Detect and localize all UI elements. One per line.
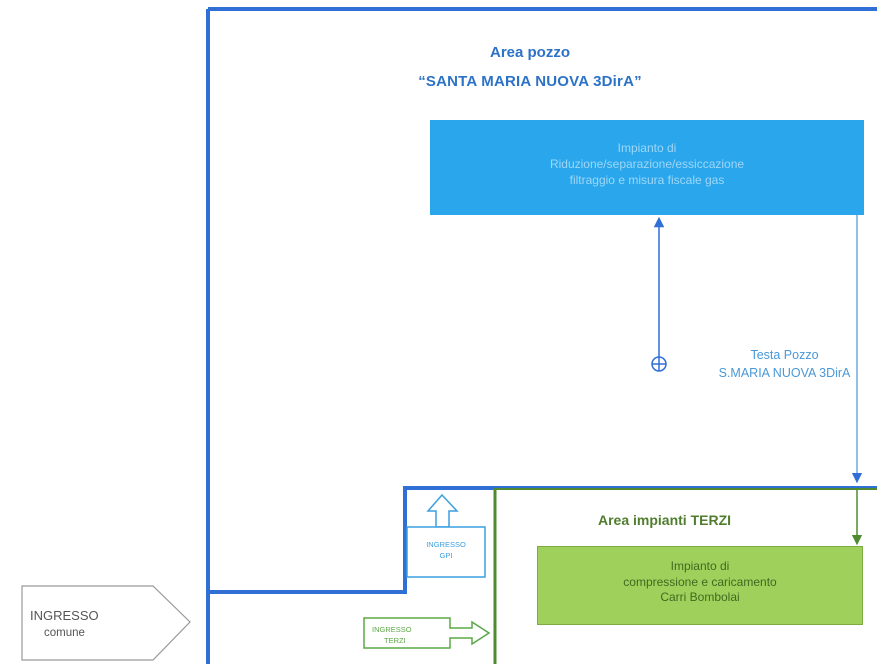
ingresso-terzi-line2: TERZI [384,636,406,645]
impianto-riduzione-box: Impianto di Riduzione/separazione/essicc… [430,120,864,215]
area-pozzo-title: Area pozzo [489,44,570,61]
ingresso-gpi-line2: GPI [439,551,453,560]
ingresso-gpi-box [406,526,486,578]
ingresso-comune-arrow-icon [21,585,191,661]
ingresso-comune-line1: INGRESSO [30,608,99,623]
impianto-compressione-line1: Impianto di [670,559,730,573]
testa-pozzo-line2: S.MARIA NUOVA 3DirA [718,366,851,380]
ingresso-terzi-line1: INGRESSO [372,625,412,634]
impianto-compressione-box: Impianto di compressione e caricamento C… [537,546,863,625]
impianto-riduzione-line3: filtraggio e misura fiscale gas [569,173,725,187]
impianto-compressione-line2: compressione e caricamento [623,574,777,589]
impianto-compressione-line3: Carri Bombolai [660,590,740,604]
impianto-riduzione-line2: Riduzione/separazione/essiccazione [549,157,745,171]
ingresso-gpi-line1: INGRESSO [426,540,466,549]
area-pozzo-subtitle: “SANTA MARIA NUOVA 3DirA” [418,73,642,90]
wellhead-symbol [651,356,667,372]
area-terzi-title: Area impianti TERZI [598,512,732,528]
testa-pozzo-line1: Testa Pozzo [750,348,819,362]
ingresso-gpi-label: INGRESSO GPI [407,539,485,561]
ingresso-terzi-label: INGRESSO TERZI [366,624,448,646]
ingresso-comune-line2: comune [44,627,85,639]
ingresso-terzi-arrow-icon [363,617,491,649]
impianto-riduzione-line1: Impianto di [617,141,677,155]
testa-pozzo-label: Testa Pozzo S.MARIA NUOVA 3DirA [692,346,877,382]
ingresso-gpi-arrow-icon [426,493,459,528]
